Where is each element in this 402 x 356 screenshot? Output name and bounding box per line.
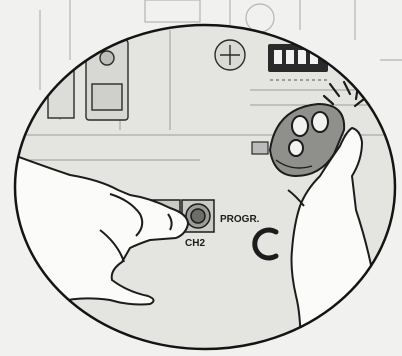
screw bbox=[215, 40, 245, 70]
button-label: CH2 bbox=[185, 238, 205, 249]
left-component bbox=[48, 40, 128, 120]
prog-label: PROGR. bbox=[220, 214, 260, 225]
